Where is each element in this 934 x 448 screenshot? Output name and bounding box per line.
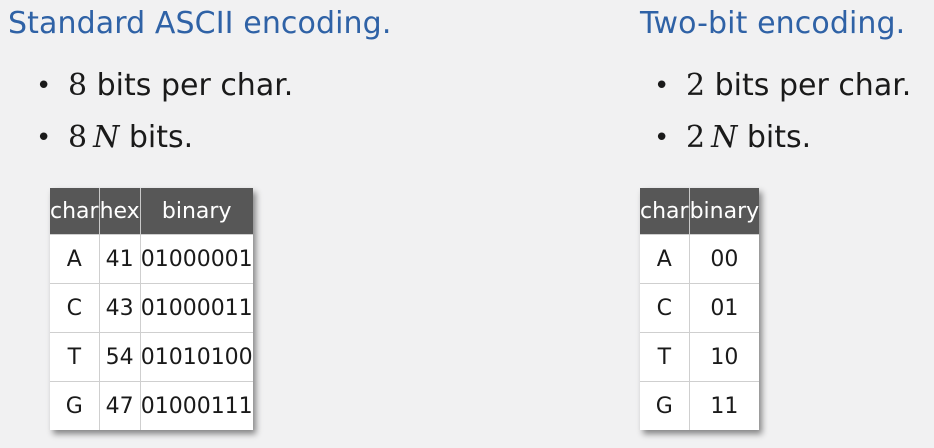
table-row: A 41 01000001 [50,234,253,284]
ascii-encoding-table: char hex binary A 41 01000001 C 43 01000… [50,188,253,430]
binary-cell: 01010100 [139,332,253,382]
table-row: A 00 [640,234,760,284]
ascii-encoding-heading: Standard ASCII encoding. [8,6,392,41]
hex-cell: 43 [98,283,141,333]
ascii-total-bits-bullet: 8N bits. [36,112,293,164]
binary-cell: 01000011 [139,283,253,333]
char-cell: C [640,283,690,333]
hex-cell: 41 [98,234,141,284]
two-bit-encoding-table: char binary A 00 C 01 T 10 G 11 [640,188,760,430]
char-cell: C [50,283,100,333]
table-header-row: char hex binary [50,188,253,235]
binary-cell: 00 [688,234,760,284]
ascii-bits-per-char-bullet: 8 bits per char. [36,60,293,112]
total-bits-text: bits. [746,120,812,155]
total-bits-number: 2 [686,120,706,155]
table-row: G 47 01000111 [50,381,253,430]
bits-per-char-text: bits per char. [96,68,294,103]
table-row: G 11 [640,381,760,430]
binary-cell: 01000111 [139,381,253,430]
binary-cell: 01 [688,283,760,333]
char-cell: T [50,332,100,382]
table-row: T 54 01010100 [50,332,253,382]
column-header: char [50,188,100,235]
total-bits-variable: N [93,120,120,155]
two-bit-bullet-list: 2 bits per char. 2N bits. [654,60,911,164]
char-cell: G [50,381,100,430]
column-header: char [640,188,690,235]
two-bit-total-bits-bullet: 2N bits. [654,112,911,164]
binary-cell: 10 [688,332,760,382]
column-header: hex [98,188,141,235]
table-row: C 43 01000011 [50,283,253,333]
total-bits-number: 8 [68,120,88,155]
hex-cell: 47 [98,381,141,430]
column-header: binary [688,188,760,235]
binary-cell: 01000001 [139,234,253,284]
char-cell: A [50,234,100,284]
table-header-row: char binary [640,188,760,235]
column-header: binary [139,188,253,235]
char-cell: T [640,332,690,382]
char-cell: A [640,234,690,284]
ascii-bullet-list: 8 bits per char. 8N bits. [36,60,293,164]
binary-cell: 11 [688,381,760,430]
total-bits-variable: N [711,120,738,155]
bits-per-char-number: 8 [68,68,88,103]
table-row: C 01 [640,283,760,333]
total-bits-text: bits. [128,120,194,155]
bits-per-char-number: 2 [686,68,706,103]
hex-cell: 54 [98,332,141,382]
table-row: T 10 [640,332,760,382]
two-bit-bits-per-char-bullet: 2 bits per char. [654,60,911,112]
two-bit-encoding-heading: Two-bit encoding. [640,6,906,41]
bits-per-char-text: bits per char. [714,68,912,103]
char-cell: G [640,381,690,430]
